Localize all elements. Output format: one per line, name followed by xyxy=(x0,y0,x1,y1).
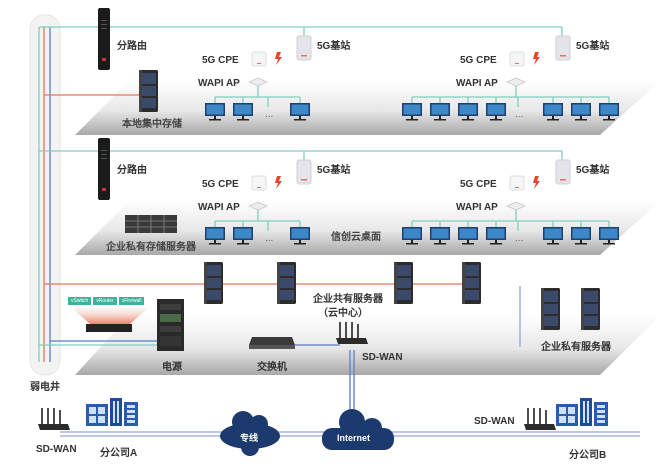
power-label: 电源 xyxy=(162,362,182,373)
vf-tag: vRouter xyxy=(93,297,117,305)
switch-icon xyxy=(249,337,295,349)
5g-cpe-label: 5G CPE xyxy=(460,55,497,66)
virtual-appliance-icon xyxy=(86,324,132,332)
cable-shaft xyxy=(29,14,61,376)
shared-servers-sublabel: （云中心） xyxy=(318,308,368,319)
monitor-ellipsis: ... xyxy=(515,233,524,244)
wireless-signal-icon xyxy=(533,52,540,65)
5g-cpe-icon xyxy=(251,51,267,67)
5g-cpe-label: 5G CPE xyxy=(202,179,239,190)
private-server-rack-icon xyxy=(541,288,560,330)
branch-b-label: 分公司B xyxy=(569,450,607,461)
5g-cpe-label: 5G CPE xyxy=(202,55,239,66)
appliance-glow xyxy=(72,308,148,324)
virtual-function-tags: vSwitch vRouter vFirewall xyxy=(68,297,145,305)
storage-server-icon xyxy=(125,215,177,233)
floor-1-platform xyxy=(75,80,661,135)
private-servers-label: 企业私有服务器 xyxy=(541,342,611,353)
shared-server-rack-icon xyxy=(277,262,296,304)
floor-3-platform xyxy=(75,315,661,375)
wapi-ap-label: WAPI AP xyxy=(198,202,240,213)
5g-cpe-label: 5G CPE xyxy=(460,179,497,190)
monitor-ellipsis: ... xyxy=(265,109,274,120)
wapi-ap-label: WAPI AP xyxy=(456,202,498,213)
internet-cloud xyxy=(322,409,394,450)
leased-line-label: 专线 xyxy=(240,433,259,443)
5g-base-station-icon xyxy=(296,35,312,61)
leased-line-cloud xyxy=(220,411,280,456)
wapi-ap-label: WAPI AP xyxy=(198,78,240,89)
5g-base-station-label: 5G基站 xyxy=(317,41,351,52)
monitor-ellipsis: ... xyxy=(265,233,274,244)
router-label: 分路由 xyxy=(117,41,147,52)
5g-base-station-icon xyxy=(555,159,571,185)
vf-tag: vFirewall xyxy=(118,297,145,305)
branch-a-sdwan-label: SD-WAN xyxy=(36,444,77,455)
storage-rack-icon xyxy=(139,70,158,112)
router-label: 分路由 xyxy=(117,165,147,176)
monitor-ellipsis: ... xyxy=(515,109,524,120)
switch-label: 交换机 xyxy=(257,362,287,373)
wapi-ap-label: WAPI AP xyxy=(456,78,498,89)
wireless-signal-icon xyxy=(275,52,282,65)
private-server-rack-icon xyxy=(581,288,600,330)
branch-a-building-icon xyxy=(86,398,138,426)
branch-b-sdwan-label: SD-WAN xyxy=(474,416,515,427)
internet-label: Internet xyxy=(337,433,371,443)
5g-base-station-icon xyxy=(555,35,571,61)
5g-cpe-icon xyxy=(509,51,525,67)
shared-servers-label: 企业共有服务器 xyxy=(313,294,383,305)
power-cabinet-icon xyxy=(157,299,184,351)
branch-b-sdwan-icon xyxy=(523,407,557,431)
storage-label: 本地集中存储 xyxy=(122,119,182,130)
branch-a-label: 分公司A xyxy=(100,448,138,459)
vf-tag: vSwitch xyxy=(68,297,92,305)
storage-label: 企业私有存储服务器 xyxy=(106,242,196,253)
branch-a-sdwan-icon xyxy=(37,407,71,431)
sdwan-label: SD-WAN xyxy=(362,352,403,363)
branch-b-building-icon xyxy=(556,398,608,426)
desktop-label: 信创云桌面 xyxy=(331,232,381,243)
shared-server-rack-icon xyxy=(394,262,413,304)
wireless-signal-icon xyxy=(275,176,282,189)
floor-2-platform xyxy=(75,200,661,255)
5g-base-station-icon xyxy=(296,159,312,185)
5g-cpe-icon xyxy=(251,175,267,191)
branch-router-icon xyxy=(98,138,110,200)
wireless-signal-icon xyxy=(533,176,540,189)
5g-cpe-icon xyxy=(509,175,525,191)
5g-base-station-label: 5G基站 xyxy=(576,165,610,176)
shared-server-rack-icon xyxy=(204,262,223,304)
shaft-label: 弱电井 xyxy=(30,382,60,393)
5g-base-station-label: 5G基站 xyxy=(317,165,351,176)
5g-base-station-label: 5G基站 xyxy=(576,41,610,52)
branch-router-icon xyxy=(98,8,110,70)
shared-server-rack-icon xyxy=(462,262,481,304)
